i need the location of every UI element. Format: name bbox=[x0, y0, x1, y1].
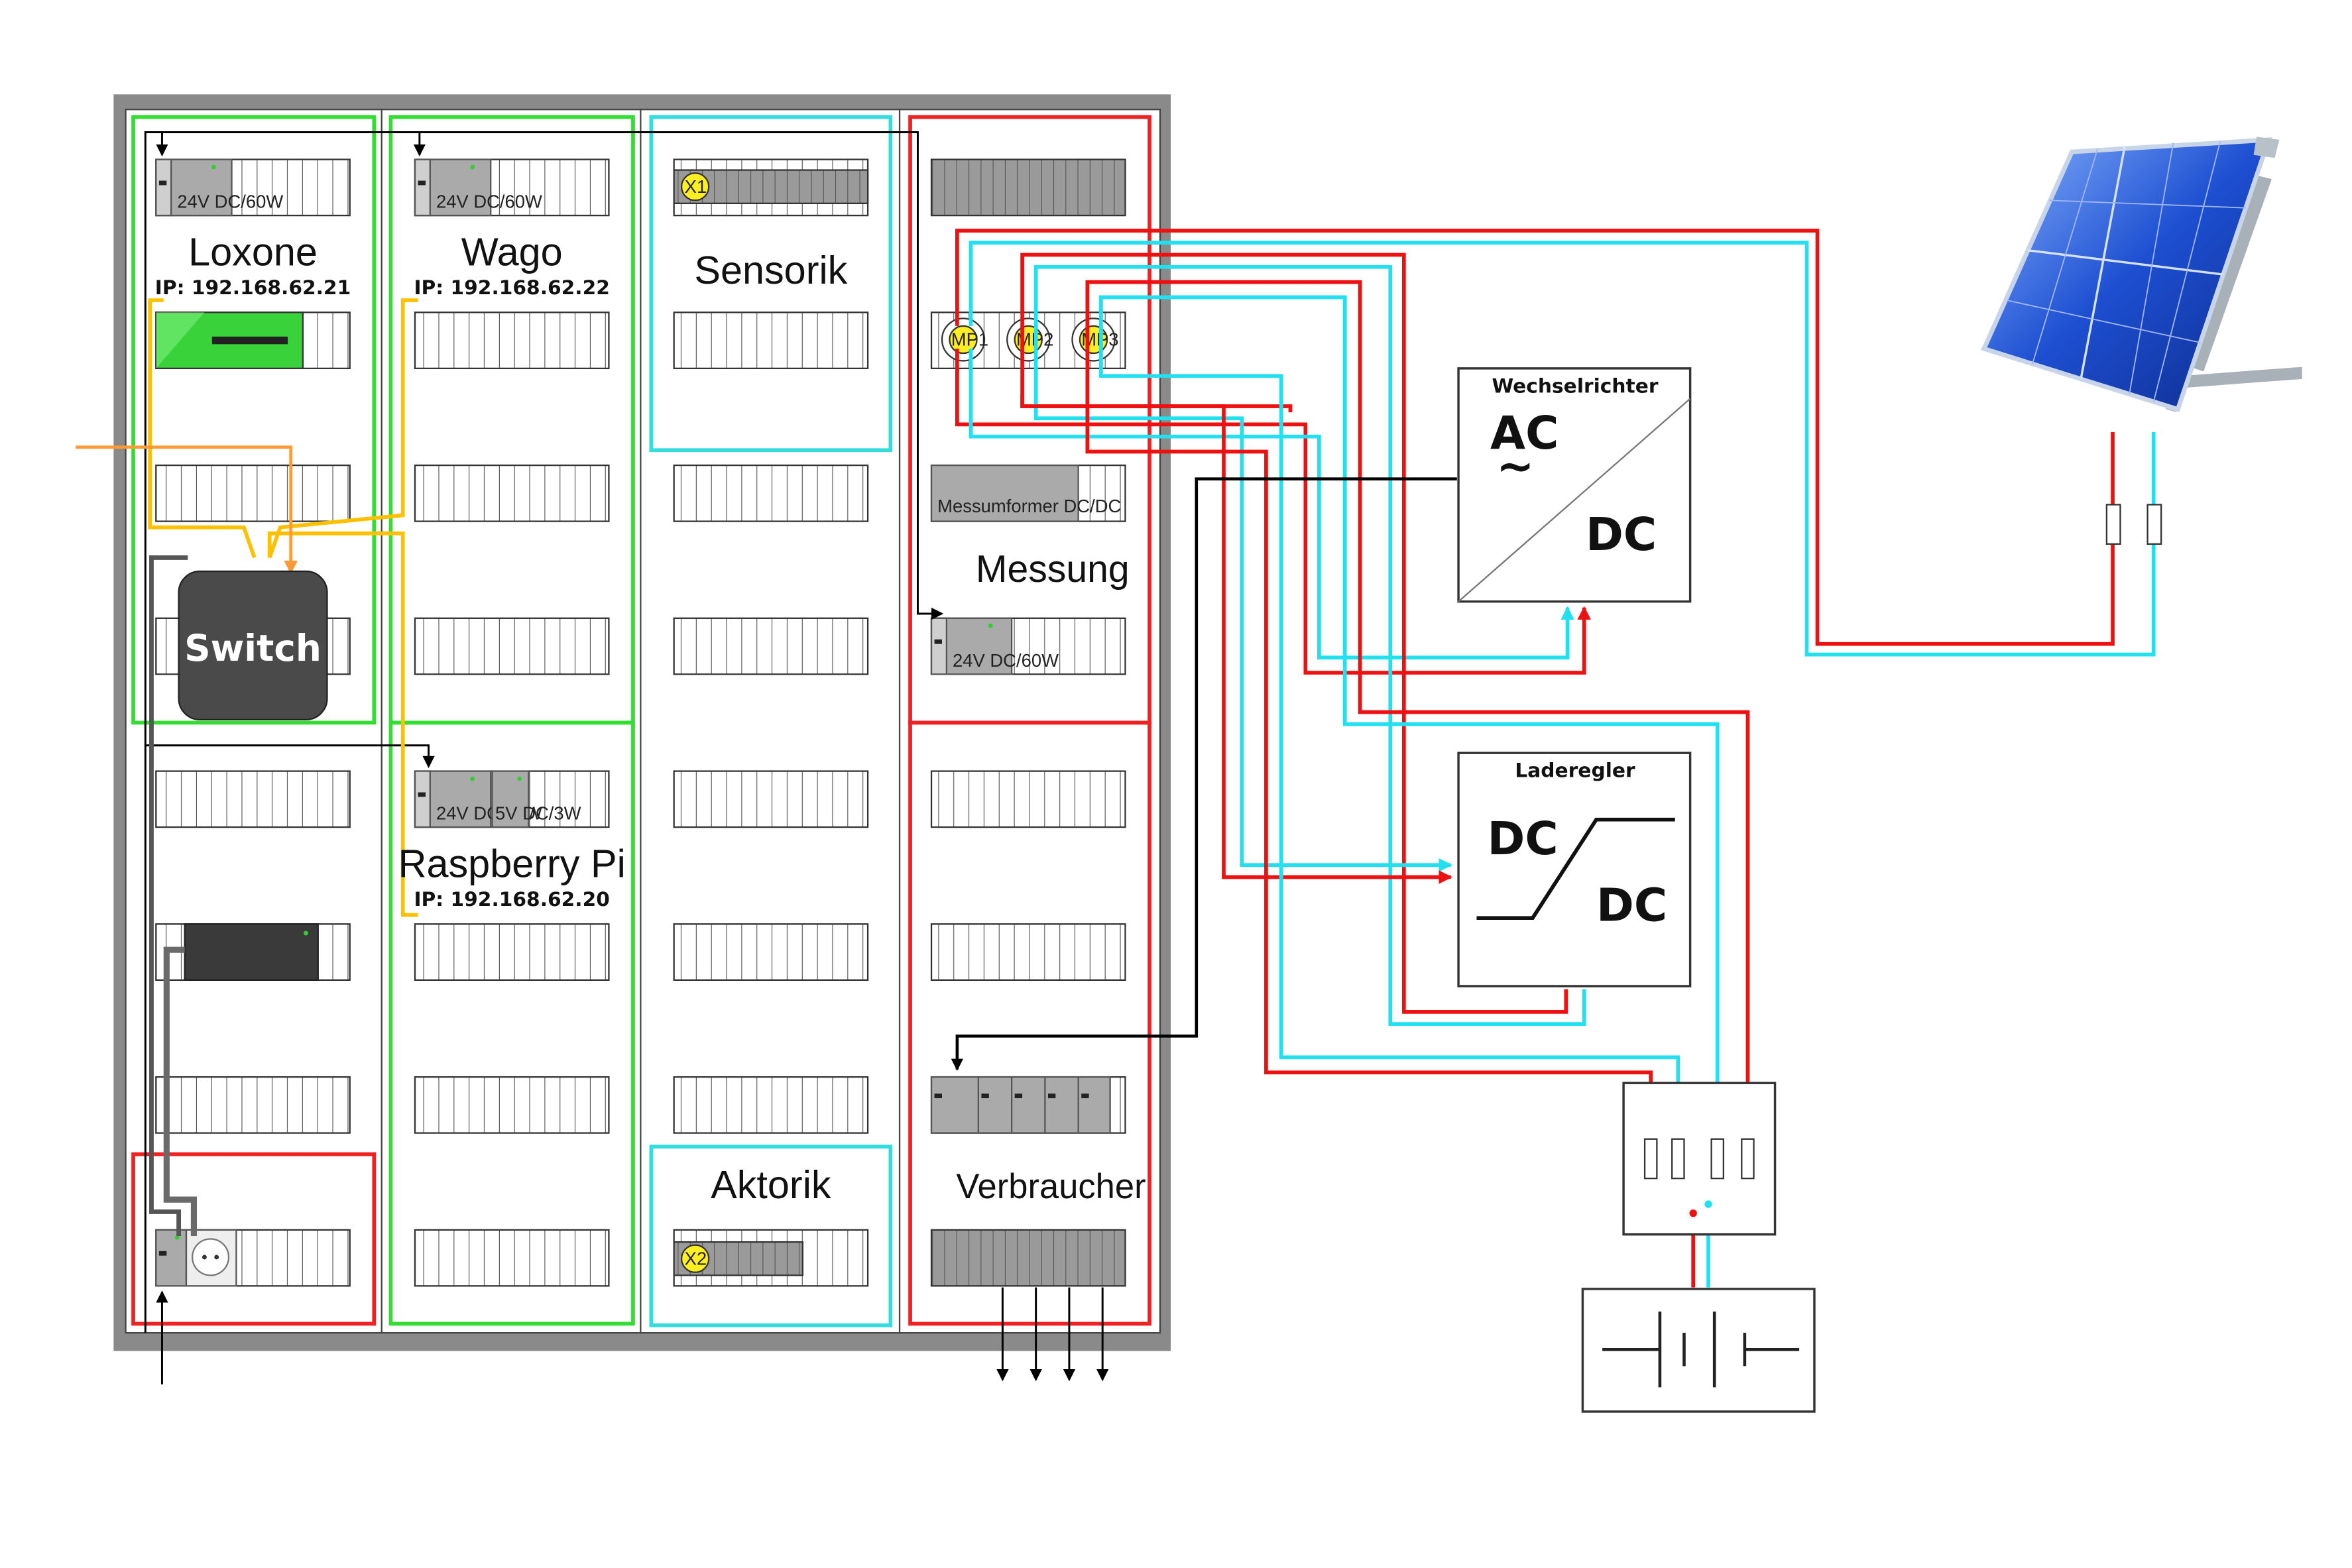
verbraucher-zone bbox=[908, 720, 1151, 1326]
raspberry-psu-label-2: 5V DC/3W bbox=[495, 803, 581, 824]
charger-dc-in: DC bbox=[1487, 812, 1558, 866]
aktorik-title: Aktorik bbox=[711, 1162, 831, 1207]
raspberry-zone bbox=[388, 720, 635, 1326]
switch-label: Switch bbox=[184, 627, 322, 669]
loxone-ip: IP: 192.168.62.21 bbox=[155, 276, 351, 300]
pv-fuses bbox=[2105, 504, 2162, 545]
raspberry-psu: 24V DC/60W 5V DC/3W bbox=[414, 770, 581, 828]
raspberry-device bbox=[184, 923, 319, 981]
control-wiring bbox=[144, 131, 944, 1384]
loxone-psu-label: 24V DC/60W bbox=[177, 192, 283, 212]
x1-tag: X1 bbox=[685, 176, 707, 197]
x2-tag: X2 bbox=[685, 1248, 707, 1268]
power-zone bbox=[131, 1152, 377, 1326]
measurement-converter: Messumformer DC/DC bbox=[930, 464, 1121, 522]
inverter-ac-symbol: ~ bbox=[1496, 440, 1534, 493]
consumer-breakers bbox=[930, 1076, 1111, 1134]
inverter-ac: AC bbox=[1490, 407, 1558, 460]
loxone-miniserver bbox=[155, 311, 304, 370]
messung-psu: 24V DC/60W bbox=[930, 617, 1059, 675]
charger-dc-out: DC bbox=[1596, 879, 1667, 932]
consumer-outputs bbox=[996, 1287, 1109, 1382]
measurement-points: MP1 MP2 MP3 bbox=[941, 317, 1119, 362]
raspberry-title: Raspberry Pi bbox=[398, 842, 626, 886]
aktorik-module: X2 bbox=[673, 1241, 803, 1276]
loxone-title: Loxone bbox=[188, 230, 318, 274]
sensorik-module: X1 bbox=[673, 169, 869, 204]
wago-title: Wago bbox=[461, 230, 563, 274]
verbraucher-title: Verbraucher bbox=[956, 1167, 1146, 1206]
socket-icon bbox=[155, 1229, 237, 1287]
converter-label: Messumformer DC/DC bbox=[937, 496, 1121, 516]
network-switch: Switch bbox=[178, 570, 328, 721]
messung-title: Messung bbox=[976, 548, 1130, 590]
wago-psu-label: 24V DC/60W bbox=[436, 192, 542, 212]
uplink-cable bbox=[76, 445, 298, 575]
sensorik-title: Sensorik bbox=[694, 248, 847, 292]
inverter-dc: DC bbox=[1586, 508, 1657, 561]
inverter: Wechselrichter AC ~ DC bbox=[1457, 367, 1692, 603]
dc-wiring bbox=[951, 229, 2156, 1288]
raspberry-ip: IP: 192.168.62.20 bbox=[414, 888, 609, 911]
solar-panel-icon bbox=[1981, 137, 2302, 413]
mp1-label: MP1 bbox=[951, 329, 988, 350]
battery-icon bbox=[1581, 1288, 1816, 1413]
loxone-psu: 24V DC/60W bbox=[155, 158, 283, 217]
network-cables bbox=[148, 298, 418, 917]
zone-labels: Loxone IP: 192.168.62.21 Wago IP: 192.16… bbox=[155, 230, 1146, 1207]
aktorik-zone bbox=[649, 1145, 893, 1327]
fuse-box bbox=[1622, 1082, 1777, 1236]
messung-psu-label: 24V DC/60W bbox=[953, 650, 1059, 671]
sensorik-zone bbox=[649, 115, 893, 453]
inverter-title: Wechselrichter bbox=[1492, 374, 1658, 398]
wago-psu: 24V DC/60W bbox=[414, 158, 542, 217]
wago-ip: IP: 192.168.62.22 bbox=[414, 276, 609, 300]
power-cables bbox=[149, 555, 197, 1236]
charge-controller: Laderegler DC DC bbox=[1457, 752, 1692, 987]
loxone-zone bbox=[131, 115, 377, 725]
charger-title: Laderegler bbox=[1515, 759, 1635, 783]
